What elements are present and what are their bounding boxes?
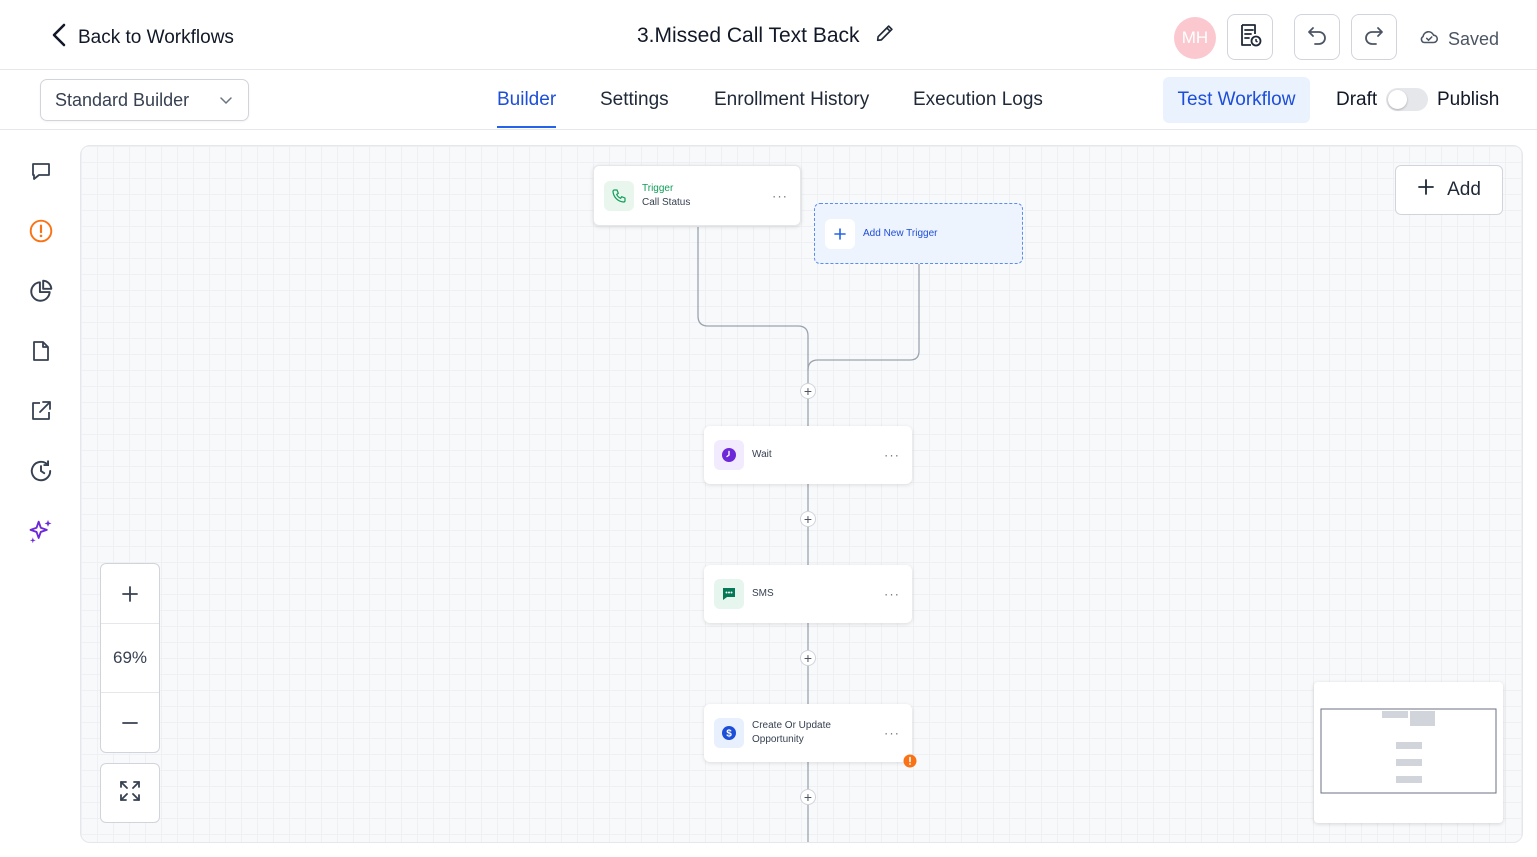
minimap-preview (1320, 708, 1497, 794)
user-avatar[interactable]: MH (1174, 17, 1216, 59)
test-workflow-button[interactable]: Test Workflow (1163, 77, 1310, 123)
edit-pencil-icon[interactable] (874, 22, 896, 50)
more-options-icon[interactable]: ··· (884, 586, 900, 602)
builder-type-value: Standard Builder (55, 89, 190, 110)
opportunity-label: Create Or Update Opportunity (752, 720, 831, 745)
trigger-subtitle: Call Status (642, 196, 691, 208)
tab-settings[interactable]: Settings (600, 89, 669, 110)
more-options-icon[interactable]: ··· (772, 188, 788, 203)
zoom-level: 69% (101, 624, 159, 693)
plus-icon (825, 218, 855, 249)
tab-enrollment-history[interactable]: Enrollment History (714, 89, 870, 110)
toggle-knob (1388, 90, 1407, 109)
plus-icon (122, 585, 138, 602)
publish-toggle[interactable] (1386, 88, 1428, 111)
workflow-title[interactable]: 3.Missed Call Text Back (637, 24, 860, 47)
add-new-trigger-label: Add New Trigger (863, 227, 938, 239)
trigger-title: Trigger (642, 182, 674, 194)
zoom-in-button[interactable] (101, 564, 159, 624)
redo-icon (1362, 23, 1386, 52)
top-bar (0, 0, 1537, 70)
zoom-controls: 69% (100, 563, 160, 753)
workflow-notes-button[interactable] (1227, 14, 1273, 60)
saved-label: Saved (1448, 29, 1500, 49)
sms-label: SMS (752, 588, 774, 599)
dollar-icon: $ (714, 718, 744, 748)
wait-label: Wait (752, 449, 772, 460)
more-options-icon[interactable]: ··· (884, 725, 900, 741)
more-options-icon[interactable]: ··· (884, 447, 900, 463)
document-icon[interactable] (26, 336, 56, 366)
add-step-button[interactable]: + (800, 511, 816, 527)
fit-view-button[interactable] (100, 763, 160, 823)
redo-button[interactable] (1351, 14, 1397, 60)
undo-button[interactable] (1294, 14, 1340, 60)
builder-type-select[interactable]: Standard Builder (40, 79, 249, 121)
add-label: Add (1447, 179, 1481, 200)
zoom-out-button[interactable] (101, 693, 159, 752)
chat-bubble-icon[interactable] (26, 156, 56, 186)
saved-status: Saved (1418, 26, 1499, 53)
minus-icon (122, 721, 138, 724)
alert-circle-icon[interactable] (26, 216, 56, 246)
sms-icon (714, 579, 744, 609)
chevron-left-icon (50, 22, 68, 54)
add-step-button[interactable]: + (800, 383, 816, 399)
pie-chart-icon[interactable] (26, 276, 56, 306)
history-clock-icon[interactable] (26, 456, 56, 486)
draft-label: Draft (1336, 89, 1378, 110)
publish-label: Publish (1437, 89, 1500, 110)
add-step-button[interactable]: + (800, 650, 816, 666)
workflow-title-area: 3.Missed Call Text Back (637, 22, 896, 50)
wait-action-node[interactable]: Wait ··· (704, 426, 912, 484)
tab-execution-logs[interactable]: Execution Logs (913, 89, 1043, 110)
workflow-connectors (697, 227, 920, 842)
trigger-node[interactable]: Trigger Call Status ··· (593, 165, 801, 226)
undo-icon (1305, 23, 1329, 52)
builder-tabs-bar (0, 70, 1537, 130)
back-label: Back to Workflows (78, 27, 234, 48)
active-tab-indicator (497, 126, 556, 128)
phone-icon (604, 180, 634, 211)
cloud-check-icon (1418, 26, 1440, 53)
expand-icon (118, 779, 142, 808)
ai-sparkles-icon[interactable] (26, 516, 56, 546)
sms-action-node[interactable]: SMS ··· (704, 565, 912, 623)
add-new-trigger-node[interactable]: Add New Trigger (814, 203, 1023, 264)
back-to-workflows-link[interactable]: Back to Workflows (50, 22, 234, 54)
warning-badge-icon[interactable] (903, 754, 917, 773)
plus-icon (1417, 178, 1435, 202)
opportunity-action-node[interactable]: $ Create Or Update Opportunity ··· (704, 704, 912, 762)
minimap[interactable] (1314, 682, 1503, 823)
document-check-icon (1237, 22, 1263, 53)
external-link-icon[interactable] (26, 396, 56, 426)
add-step-button[interactable]: + (800, 789, 816, 805)
add-button[interactable]: Add (1395, 165, 1503, 215)
chevron-down-icon (218, 92, 234, 113)
clock-icon (714, 440, 744, 470)
tab-builder[interactable]: Builder (497, 89, 557, 110)
svg-text:$: $ (726, 729, 732, 740)
